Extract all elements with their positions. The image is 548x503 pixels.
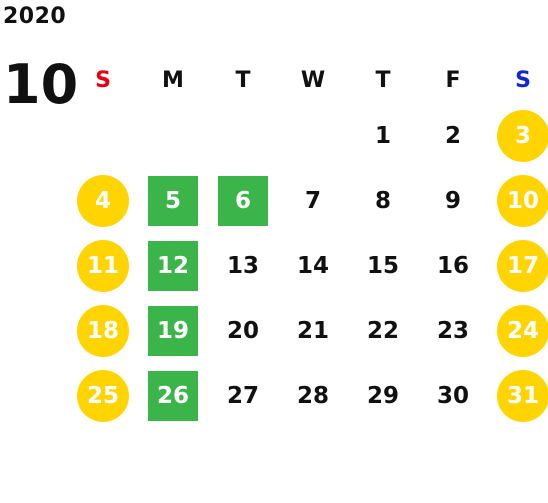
day-number: 29 (366, 382, 399, 409)
day-cell (208, 103, 278, 168)
day-cell[interactable]: 15 (348, 233, 418, 298)
day-number: 26 (148, 370, 198, 421)
day-cell (278, 103, 348, 168)
day-cell[interactable]: 24 (488, 298, 548, 363)
day-number: 4 (77, 174, 129, 227)
month-number: 10 (3, 53, 79, 116)
day-number: 27 (226, 382, 259, 409)
day-cell[interactable]: 19 (138, 298, 208, 363)
weekday-header-sat: S (515, 68, 531, 93)
day-number: 17 (497, 239, 548, 292)
day-cell[interactable]: 16 (418, 233, 488, 298)
day-cell[interactable]: 22 (348, 298, 418, 363)
day-cell[interactable]: 9 (418, 168, 488, 233)
day-number: 15 (366, 252, 399, 279)
day-cell[interactable]: 14 (278, 233, 348, 298)
day-number: 20 (226, 317, 259, 344)
day-number: 11 (77, 239, 129, 292)
year-label: 2020 (3, 4, 67, 29)
day-number: 2 (444, 122, 461, 149)
day-cell[interactable]: 25 (68, 363, 138, 428)
day-number: 1 (374, 122, 391, 149)
day-cell[interactable]: 6 (208, 168, 278, 233)
day-cell[interactable]: 4 (68, 168, 138, 233)
day-number: 3 (497, 109, 548, 162)
day-cell[interactable]: 18 (68, 298, 138, 363)
day-number: 18 (77, 304, 129, 357)
day-cell[interactable]: 20 (208, 298, 278, 363)
day-cell[interactable]: 26 (138, 363, 208, 428)
day-number: 13 (226, 252, 259, 279)
day-number: 8 (374, 187, 391, 214)
day-number: 24 (497, 304, 548, 357)
day-cell[interactable]: 30 (418, 363, 488, 428)
day-number: 23 (436, 317, 469, 344)
day-number: 9 (444, 187, 461, 214)
day-number: 30 (436, 382, 469, 409)
day-number: 14 (296, 252, 329, 279)
day-number: 28 (296, 382, 329, 409)
day-number: 12 (148, 240, 198, 291)
day-cell[interactable]: 29 (348, 363, 418, 428)
day-cell[interactable]: 27 (208, 363, 278, 428)
weekday-header-mon: M (162, 68, 184, 93)
day-cell[interactable]: 11 (68, 233, 138, 298)
weekday-header-thu: T (375, 68, 391, 93)
day-cell[interactable]: 31 (488, 363, 548, 428)
day-number: 5 (148, 175, 198, 226)
day-cell[interactable]: 28 (278, 363, 348, 428)
day-cell[interactable]: 10 (488, 168, 548, 233)
day-cell (68, 103, 138, 168)
weekday-header-wed: W (300, 68, 326, 93)
day-cell[interactable]: 21 (278, 298, 348, 363)
day-cell[interactable]: 13 (208, 233, 278, 298)
day-number: 16 (436, 252, 469, 279)
day-number: 6 (218, 175, 268, 226)
day-cell[interactable]: 1 (348, 103, 418, 168)
day-cell[interactable]: 12 (138, 233, 208, 298)
day-cell[interactable]: 17 (488, 233, 548, 298)
day-cell[interactable]: 2 (418, 103, 488, 168)
day-number: 31 (497, 369, 548, 422)
day-cell[interactable]: 7 (278, 168, 348, 233)
day-cell[interactable]: 3 (488, 103, 548, 168)
weekday-header-fri: F (445, 68, 461, 93)
day-number: 22 (366, 317, 399, 344)
weekday-header-tue: T (235, 68, 251, 93)
day-number: 10 (497, 174, 548, 227)
day-cell[interactable]: 8 (348, 168, 418, 233)
day-number: 7 (304, 187, 321, 214)
weekday-header-sun: S (95, 68, 111, 93)
day-number: 25 (77, 369, 129, 422)
day-number: 19 (148, 305, 198, 356)
day-cell[interactable]: 23 (418, 298, 488, 363)
day-number: 21 (296, 317, 329, 344)
day-cell[interactable]: 5 (138, 168, 208, 233)
day-cell (138, 103, 208, 168)
